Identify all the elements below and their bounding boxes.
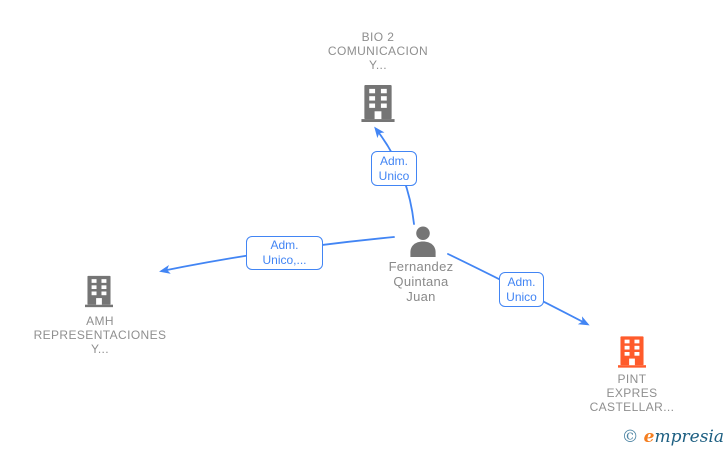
edge-label-adm-unico-amh[interactable]: Adm. Unico,... (246, 236, 323, 270)
company-name-line: PINT (617, 372, 647, 386)
edge-label-line: Adm. (507, 274, 536, 289)
company-name-line: CASTELLAR... (589, 400, 675, 414)
company-node-label-amh[interactable]: AMH REPRESENTACIONES Y... (0, 314, 200, 356)
edge-label-line: Adm. (379, 153, 408, 168)
company-node-label-bio2[interactable]: BIO 2 COMUNICACION Y... (278, 30, 478, 72)
brand-initial: e (643, 427, 655, 447)
person-name-line: Juan (406, 289, 436, 304)
company-name-line: Y... (368, 58, 388, 72)
copyright-symbol: © (621, 427, 639, 447)
building-icon[interactable] (360, 85, 396, 122)
edge-label-line: Unico,... (262, 253, 307, 267)
person-name-line: Quintana (393, 274, 449, 289)
person-name-line: Fernandez (388, 259, 454, 274)
company-name-line: AMH (86, 314, 114, 328)
company-node-label-pint[interactable]: PINT EXPRES CASTELLAR... (532, 372, 728, 414)
person-node-label[interactable]: Fernandez Quintana Juan (321, 259, 521, 304)
edge-label-adm-unico-pint[interactable]: Adm. Unico (499, 272, 544, 307)
company-name-line: REPRESENTACIONES (33, 328, 167, 342)
brand-name: mpresia (654, 427, 725, 447)
building-icon[interactable] (618, 336, 646, 368)
building-icon[interactable] (85, 275, 113, 308)
edge-label-line: Unico (506, 289, 537, 304)
edge-label-line: Adm. (270, 238, 299, 252)
company-name-line: BIO 2 (361, 30, 395, 44)
person-icon[interactable] (406, 226, 440, 257)
company-name-line: EXPRES (606, 386, 658, 400)
edge-label-line: Unico (378, 168, 410, 183)
edge-label-adm-unico-bio2[interactable]: Adm. Unico (371, 151, 417, 186)
company-name-line: COMUNICACION (327, 44, 429, 58)
empresia-logo[interactable]: ©empresia (622, 427, 724, 447)
company-name-line: Y... (90, 342, 110, 356)
